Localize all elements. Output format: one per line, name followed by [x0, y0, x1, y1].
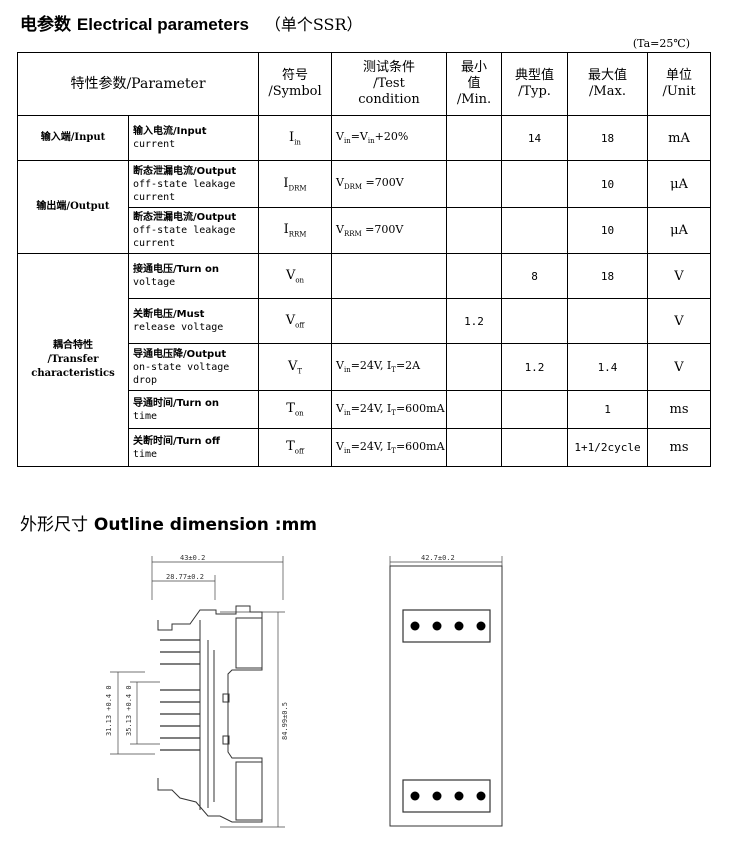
row-max: 1.4: [567, 343, 648, 391]
row-min: 1.2: [446, 298, 502, 344]
row-condition: VRRM =700V: [331, 207, 447, 254]
row-min: [446, 390, 502, 429]
row-min: [446, 115, 502, 161]
heading-en: Electrical parameters: [76, 15, 249, 34]
row-typ: 14: [501, 115, 568, 161]
row-condition: VDRM =700V: [331, 160, 447, 208]
terminal-dots-bottom: [410, 791, 486, 801]
dim-b: 35.13 +0.4 0: [125, 685, 133, 736]
row-max: 18: [567, 115, 648, 161]
row-unit: μA: [647, 207, 711, 254]
row-typ: [501, 298, 568, 344]
row-typ: [501, 428, 568, 467]
row-typ: 8: [501, 253, 568, 299]
row-min: [446, 207, 502, 254]
dim-width-total: 43±0.2: [180, 554, 205, 562]
outline-drawing: 43±0.2 28.77±0.2 84.99±0.5 31.13 +0.4 0 …: [105, 554, 503, 828]
group-input: 输入端/Input: [17, 115, 129, 161]
row-symbol: IRRM: [258, 207, 332, 254]
row-unit: mA: [647, 115, 711, 161]
row-unit: μA: [647, 160, 711, 208]
row-condition: Vin=24V, IT=600mA: [331, 428, 447, 467]
row-unit: ms: [647, 390, 711, 429]
row-typ: [501, 160, 568, 208]
outline-heading-en: Outline dimension :mm: [93, 515, 318, 535]
outline-dimension-heading: 外形尺寸 Outline dimension :mm: [20, 510, 317, 535]
row-max: 18: [567, 253, 648, 299]
row-condition: [331, 253, 447, 299]
group-output: 输出端/Output: [17, 160, 129, 254]
heading-note: （单个SSR）: [264, 15, 363, 34]
ambient-temperature-note: (Ta=25℃): [632, 37, 690, 50]
row-symbol: Von: [258, 253, 332, 299]
dim-height-total: 84.99±0.5: [281, 702, 289, 740]
row-condition: Vin=24V, IT=2A: [331, 343, 447, 391]
row-symbol: VT: [258, 343, 332, 391]
row-condition: [331, 298, 447, 344]
row-unit: V: [647, 298, 711, 344]
heading-zh: 电参数: [20, 15, 71, 35]
row-min: [446, 253, 502, 299]
row-symbol: IDRM: [258, 160, 332, 208]
outline-heading-zh: 外形尺寸: [20, 515, 88, 535]
header-parameter: 特性参数/Parameter: [17, 52, 259, 116]
row-min: [446, 428, 502, 467]
row-max: 1: [567, 390, 648, 429]
row-typ: 1.2: [501, 343, 568, 391]
row-symbol: Iin: [258, 115, 332, 161]
row-condition: Vin=Vin+20%: [331, 115, 447, 161]
dim-front-width: 42.7±0.2: [421, 554, 455, 562]
row-max: 10: [567, 160, 648, 208]
row-max: 10: [567, 207, 648, 254]
row-symbol: Toff: [258, 428, 332, 467]
row-min: [446, 343, 502, 391]
row-typ: [501, 207, 568, 254]
row-unit: V: [647, 343, 711, 391]
row-max: [567, 298, 648, 344]
row-symbol: Voff: [258, 298, 332, 344]
row-condition: Vin=24V, IT=600mA: [331, 390, 447, 429]
dim-width-inner: 28.77±0.2: [166, 573, 204, 581]
row-symbol: Ton: [258, 390, 332, 429]
row-unit: ms: [647, 428, 711, 467]
header-symbol: 符号/Symbol: [258, 52, 332, 116]
header-min: 最小值/Min.: [446, 52, 502, 116]
row-unit: V: [647, 253, 711, 299]
header-typ: 典型值/Typ.: [501, 52, 568, 116]
row-max: 1+1/2cycle: [567, 428, 648, 467]
dim-a: 31.13 +0.4 0: [105, 685, 113, 736]
terminal-dots-top: [410, 621, 486, 631]
row-min: [446, 160, 502, 208]
header-unit: 单位/Unit: [647, 52, 711, 116]
row-typ: [501, 390, 568, 429]
header-max: 最大值/Max.: [567, 52, 648, 116]
electrical-parameters-heading: 电参数 Electrical parameters （单个SSR）: [20, 10, 363, 35]
